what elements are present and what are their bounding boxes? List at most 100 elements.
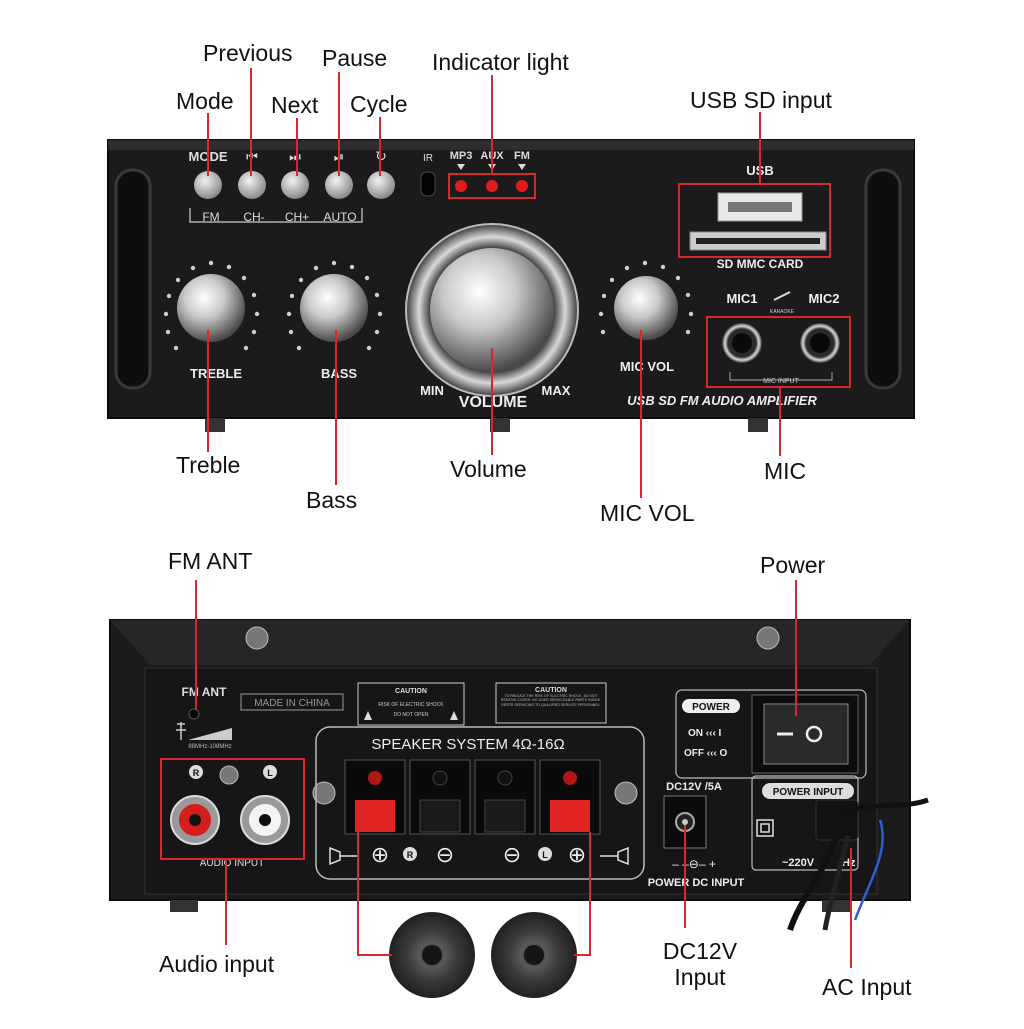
power-input-label: POWER INPUT xyxy=(773,787,844,798)
mp3-indicator-label: MP3 xyxy=(450,150,473,162)
ac-cable xyxy=(838,797,929,818)
power-label: POWER xyxy=(692,702,731,713)
fm-indicator-label: FM xyxy=(514,150,530,162)
rca-r-label: R xyxy=(193,768,200,778)
right-positive-terminal[interactable] xyxy=(355,800,395,832)
caution-label-2 xyxy=(495,682,607,724)
made-in-china-box xyxy=(240,693,344,711)
left-positive-terminal[interactable] xyxy=(550,800,590,832)
dc-rating-label: DC12V /5A xyxy=(666,781,722,793)
usb-sd-input-callout: USB SD input xyxy=(690,87,832,113)
volume-label: VOLUME xyxy=(459,394,528,411)
power-dc-input-label: POWER DC INPUT xyxy=(648,877,745,889)
speaker-terminals xyxy=(344,759,601,835)
caution-1-line2: DO NOT OPEN xyxy=(394,712,429,718)
treble-callout: Treble xyxy=(176,452,241,478)
fm-sub-label: FM xyxy=(202,210,219,224)
mp3-led xyxy=(455,180,467,192)
caution-1-line1: RISK OF ELECTRIC SHOCK xyxy=(378,702,444,708)
mic2-label: MIC2 xyxy=(808,291,839,306)
fm-antenna-jack[interactable] xyxy=(188,708,200,720)
previous-callout: Previous xyxy=(203,40,293,66)
dc-polarity-icon: – –⊖– + xyxy=(672,857,716,871)
model-label: USB SD FM AUDIO AMPLIFIER xyxy=(627,393,817,408)
ac-input-callout: AC Input xyxy=(822,974,912,1000)
screw-icon xyxy=(614,781,638,805)
ir-receiver xyxy=(420,171,436,197)
screw-icon xyxy=(312,781,336,805)
made-in-china-label: MADE IN CHINA xyxy=(254,698,330,709)
cycle-button[interactable] xyxy=(367,171,395,199)
rear-panel: FM ANT 88MHz-108MHz MADE IN CHINA CAUTIO… xyxy=(109,619,929,998)
blue-wire xyxy=(853,819,884,921)
power-callout: Power xyxy=(760,552,826,578)
right-handle xyxy=(864,168,902,390)
auto-label: AUTO xyxy=(323,210,356,224)
caution-2-title: CAUTION xyxy=(535,687,567,694)
mic-vol-callout: MIC VOL xyxy=(600,500,695,526)
fm-ant-label: FM ANT xyxy=(182,685,228,699)
volume-callout: Volume xyxy=(450,456,527,482)
bass-knob[interactable] xyxy=(300,274,368,342)
dc12v-input-callout: DC12V Input xyxy=(662,938,738,991)
sd-card-label: SD MMC CARD xyxy=(717,257,804,271)
power-switch-frame xyxy=(675,689,867,779)
left-channel-label: L xyxy=(542,850,548,860)
next-callout: Next xyxy=(271,92,319,118)
ac-plug xyxy=(815,799,859,841)
minus-icon: ⊖ xyxy=(503,842,521,867)
mic-vol-scale xyxy=(598,260,694,335)
caution-label-1 xyxy=(357,682,465,726)
volume-max-label: MAX xyxy=(542,383,571,398)
next-button[interactable] xyxy=(281,171,309,199)
left-negative-terminal[interactable] xyxy=(484,799,526,833)
ac-cable xyxy=(787,836,839,931)
audio-input-callout: Audio input xyxy=(159,951,275,977)
ir-label: IR xyxy=(423,153,433,164)
fm-frequency-label: 88MHz-108MHz xyxy=(188,744,231,750)
mic-callout: MIC xyxy=(764,458,807,484)
aux-led xyxy=(486,180,498,192)
previous-button-label: ⏮ xyxy=(246,149,258,164)
fm-led xyxy=(516,180,528,192)
right-channel-label: R xyxy=(407,850,414,860)
speaker-icon xyxy=(600,846,629,866)
audio-input-panel-label: AUDIO INPUT xyxy=(200,858,264,869)
mic-input-label: MIC INPUT xyxy=(763,378,800,385)
mic-vol-knob[interactable] xyxy=(614,276,678,340)
karaoke-icon xyxy=(773,291,791,301)
speaker-system-label: SPEAKER SYSTEM 4Ω-16Ω xyxy=(371,736,564,753)
warning-icon xyxy=(364,711,372,720)
hz-label: Hz xyxy=(842,857,856,869)
treble-scale xyxy=(163,260,260,351)
ac-voltage-label: ~220V xyxy=(782,857,815,869)
cycle-callout: Cycle xyxy=(350,91,408,117)
mic-vol-label: MIC VOL xyxy=(620,359,674,374)
signal-icon xyxy=(188,728,232,740)
speaker-system-frame xyxy=(315,726,645,880)
volume-min-label: MIN xyxy=(420,383,444,398)
karaoke-label: KARAOKE xyxy=(770,309,795,315)
screw-icon xyxy=(756,626,780,650)
treble-knob[interactable] xyxy=(177,274,245,342)
pause-button[interactable] xyxy=(325,171,353,199)
ch-minus-label: CH- xyxy=(243,210,264,224)
caution-1-title: CAUTION xyxy=(395,688,427,695)
previous-button[interactable] xyxy=(238,171,266,199)
pause-callout: Pause xyxy=(322,45,388,71)
warning-icon xyxy=(450,711,458,720)
plus-icon: ⊕ xyxy=(568,842,586,867)
left-handle xyxy=(114,168,152,390)
double-insulation-icon xyxy=(756,819,774,837)
minus-icon: ⊖ xyxy=(436,842,454,867)
speaker-icon xyxy=(329,846,358,866)
mode-button[interactable] xyxy=(194,171,222,199)
treble-label: TREBLE xyxy=(190,366,242,381)
right-negative-terminal[interactable] xyxy=(419,799,461,833)
bass-label: BASS xyxy=(321,366,357,381)
front-panel: MODE ⏮ ⏭ ⏯ ↻ FM CH- CH+ AUTO IR MP3 AUX … xyxy=(107,139,915,432)
bass-scale xyxy=(286,260,383,351)
volume-knob[interactable] xyxy=(430,248,554,372)
